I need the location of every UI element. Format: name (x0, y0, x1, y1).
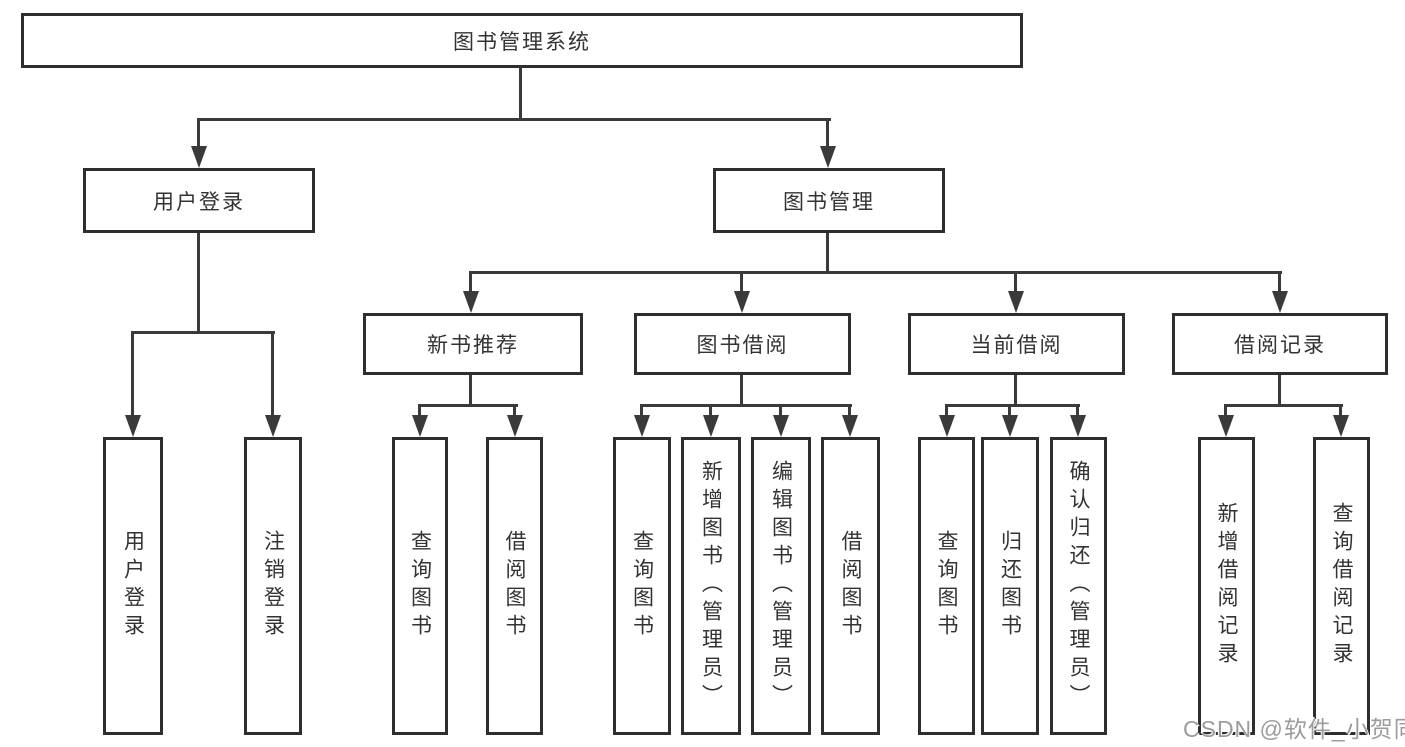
arrow-down-icon (842, 415, 858, 437)
arrow-down-icon (734, 291, 750, 313)
arrow-down-icon (1333, 415, 1349, 437)
arrow-down-icon (1008, 291, 1024, 313)
node-label: 图书管理 (783, 190, 875, 214)
arrow-down-icon (703, 415, 719, 437)
node-label: 新书推荐 (427, 334, 519, 357)
connector-leaf (848, 404, 851, 417)
leaf-label: 归还图书 (998, 530, 1022, 642)
leaf-query-books-borrow: 查询图书 (613, 437, 671, 735)
arrow-down-icon (463, 291, 479, 313)
connector-to-book-management (826, 118, 829, 148)
connector-current-borrow-stem (1014, 375, 1017, 406)
connector-level2-branch (197, 118, 831, 121)
connector-new-book-stem (469, 375, 472, 406)
leaf-label: 新增图书（管理员） (699, 460, 723, 712)
connector-root-stem (519, 67, 522, 119)
connector-leaf (640, 404, 643, 417)
arrow-down-icon (634, 415, 650, 437)
connector-to-leaf-logout (271, 331, 274, 417)
node-book-borrow: 图书借阅 (634, 313, 851, 375)
connector-leaf (945, 404, 948, 417)
node-label: 图书管理系统 (453, 30, 591, 54)
leaf-confirm-return-admin: 确认归还（管理员） (1050, 437, 1107, 735)
connector-leaf (709, 404, 712, 417)
leaf-query-books-current: 查询图书 (918, 437, 975, 735)
arrow-down-icon (939, 415, 955, 437)
connector-to-book-borrow (740, 271, 743, 293)
leaf-logout: 注销登录 (244, 437, 302, 735)
connector-to-user-login (197, 118, 200, 148)
leaf-label: 新增借阅记录 (1215, 502, 1238, 670)
arrow-down-icon (820, 146, 836, 168)
connector-user-login-branch (131, 331, 275, 334)
leaf-add-borrow-record: 新增借阅记录 (1198, 437, 1255, 735)
node-user-login: 用户登录 (83, 168, 315, 233)
connector-borrow-records-branch (1224, 404, 1343, 407)
node-borrow-records: 借阅记录 (1172, 313, 1388, 375)
node-library-management-system: 图书管理系统 (21, 13, 1023, 68)
connector-level3-branch (469, 271, 1282, 274)
connector-book-borrow-branch (640, 404, 852, 407)
leaf-query-books-recommend: 查询图书 (392, 437, 448, 735)
connector-to-current-borrow (1014, 271, 1017, 293)
leaf-label: 编辑图书（管理员） (769, 460, 793, 712)
connector-current-borrow-branch (945, 404, 1080, 407)
node-current-borrow: 当前借阅 (908, 313, 1125, 375)
leaf-borrow-books: 借阅图书 (821, 437, 880, 735)
arrow-down-icon (191, 146, 207, 168)
connector-leaf (779, 404, 782, 417)
leaf-label: 借阅图书 (839, 530, 862, 642)
connector-book-borrow-stem (740, 375, 743, 406)
arrow-down-icon (412, 415, 428, 437)
arrow-down-icon (1002, 415, 1018, 437)
node-new-book-recommend: 新书推荐 (363, 313, 583, 375)
leaf-label: 查询图书 (408, 530, 432, 642)
arrow-down-icon (1070, 415, 1086, 437)
node-label: 借阅记录 (1234, 334, 1326, 357)
connector-to-new-book (469, 271, 472, 293)
leaf-return-books: 归还图书 (981, 437, 1039, 735)
leaf-add-books-admin: 新增图书（管理员） (681, 437, 741, 735)
connector-to-leaf-login (131, 331, 134, 417)
node-book-management: 图书管理 (713, 168, 945, 233)
arrow-down-icon (773, 415, 789, 437)
leaf-label: 确认归还（管理员） (1067, 460, 1090, 712)
connector-book-mgmt-stem (826, 233, 829, 273)
leaf-label: 查询图书 (935, 530, 958, 642)
leaf-label: 借阅图书 (503, 530, 526, 642)
connector-user-login-stem (197, 233, 200, 333)
leaf-label: 注销登录 (261, 530, 285, 642)
arrow-down-icon (265, 415, 281, 437)
node-label: 当前借阅 (970, 334, 1063, 357)
connector-borrow-records-stem (1278, 375, 1281, 406)
leaf-label: 用户登录 (121, 530, 145, 642)
arrow-down-icon (1272, 291, 1288, 313)
csdn-watermark: CSDN @软件_小贺同学 (1183, 716, 1405, 742)
leaf-edit-books-admin: 编辑图书（管理员） (751, 437, 811, 735)
leaf-label: 查询图书 (630, 530, 654, 642)
leaf-user-login: 用户登录 (103, 437, 163, 735)
node-label: 图书借阅 (696, 334, 789, 357)
connector-new-book-branch (418, 404, 518, 407)
connector-leaf (513, 404, 516, 417)
arrow-down-icon (125, 415, 141, 437)
connector-leaf (1076, 404, 1079, 417)
leaf-query-borrow-record: 查询借阅记录 (1313, 437, 1370, 735)
connector-leaf (1008, 404, 1011, 417)
leaf-borrow-books-recommend: 借阅图书 (486, 437, 543, 735)
arrow-down-icon (1218, 415, 1234, 437)
node-label: 用户登录 (153, 190, 245, 214)
connector-leaf (1339, 404, 1342, 417)
connector-leaf (1224, 404, 1227, 417)
connector-to-borrow-records (1278, 271, 1281, 293)
arrow-down-icon (507, 415, 523, 437)
connector-leaf (418, 404, 421, 417)
leaf-label: 查询借阅记录 (1330, 502, 1353, 670)
